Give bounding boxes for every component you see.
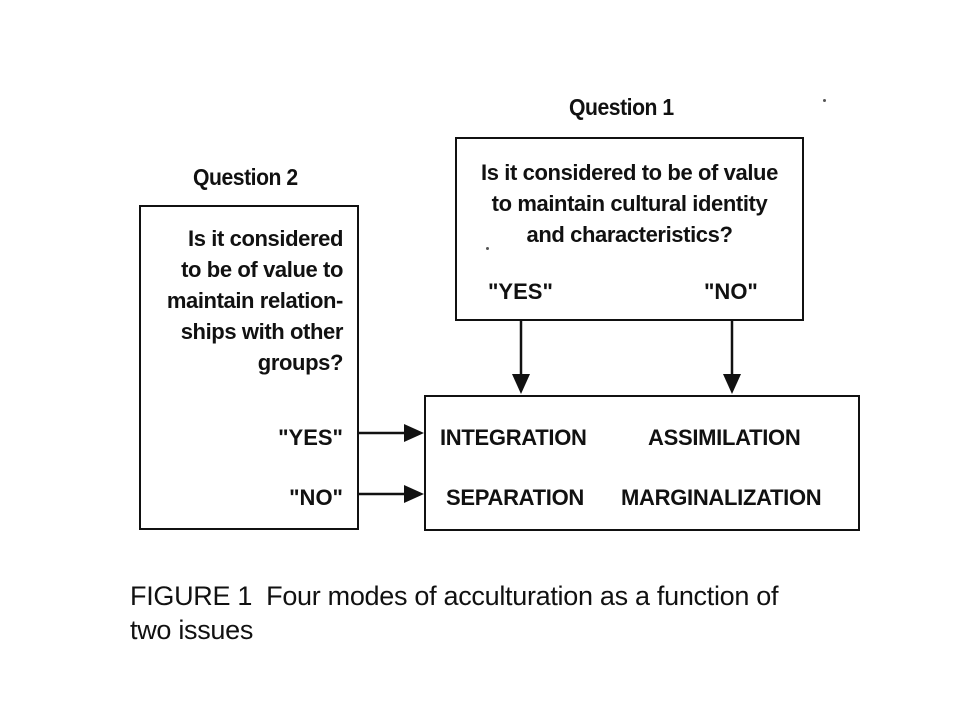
mode-integration: INTEGRATION xyxy=(440,425,587,450)
question2-heading: Question 2 xyxy=(193,164,298,190)
question1-text: Is it considered to be of value to maint… xyxy=(457,157,802,250)
arrow-head-q1-no xyxy=(723,374,741,394)
question2-yes-label: "YES" xyxy=(278,425,343,450)
mode-marginalization: MARGINALIZATION xyxy=(621,485,822,510)
question1-yes-label: "YES" xyxy=(488,279,553,304)
question2-text: Is it considered to be of value to maint… xyxy=(166,223,344,378)
scan-speck xyxy=(486,247,489,250)
question1-line: and characteristics? xyxy=(526,222,733,247)
question2-no-label: "NO" xyxy=(289,485,343,510)
figure-caption: FIGURE 1 Four modes of acculturation as a… xyxy=(130,579,779,647)
question2-box: Is it considered to be of value to maint… xyxy=(139,205,359,530)
caption-line-1: FIGURE 1 Four modes of acculturation as a… xyxy=(130,579,779,613)
question2-line: maintain relation- xyxy=(166,288,344,313)
caption-text: Four modes of acculturation as a functio… xyxy=(266,581,779,611)
scan-speck xyxy=(823,99,826,102)
question1-heading: Question 1 xyxy=(569,94,674,120)
mode-separation: SEPARATION xyxy=(446,485,584,510)
caption-label: FIGURE 1 xyxy=(130,581,253,611)
arrow-head-q2-yes xyxy=(404,424,424,442)
caption-line-2: two issues xyxy=(130,615,254,645)
acculturation-modes-box: INTEGRATION ASSIMILATION SEPARATION MARG… xyxy=(424,395,860,531)
mode-assimilation: ASSIMILATION xyxy=(648,425,801,450)
question1-box: Is it considered to be of value to maint… xyxy=(455,137,804,321)
question1-line: to maintain cultural identity xyxy=(491,191,768,216)
arrow-head-q1-yes xyxy=(512,374,530,394)
arrow-head-q2-no xyxy=(404,485,424,503)
question1-line: Is it considered to be of value xyxy=(481,160,778,185)
question2-line: to be of value to xyxy=(181,257,343,282)
question2-line: groups? xyxy=(257,350,344,375)
question2-line: ships with other xyxy=(180,319,344,344)
question1-no-label: "NO" xyxy=(704,279,758,304)
question2-line: Is it considered xyxy=(188,226,343,251)
